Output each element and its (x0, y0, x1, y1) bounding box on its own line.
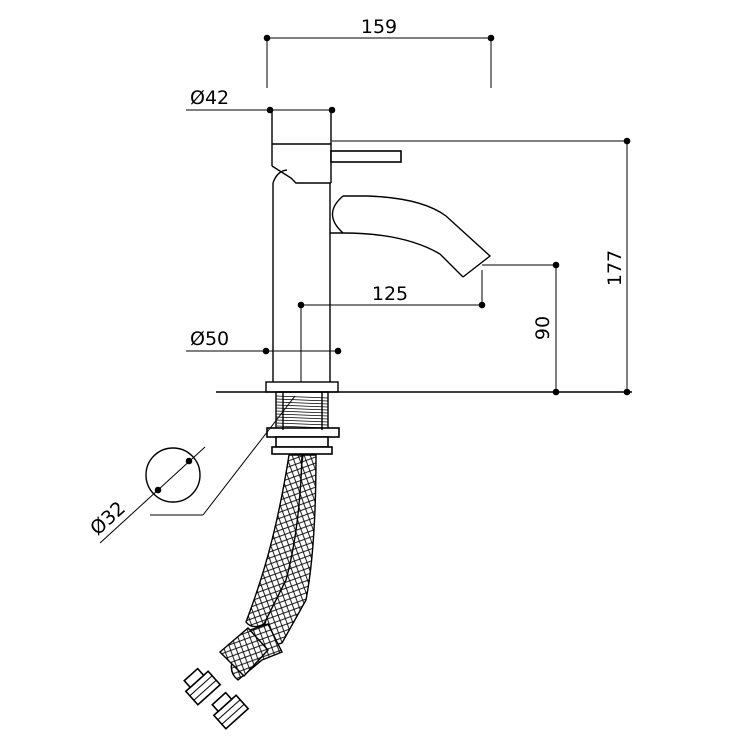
dimension-label-d50: Ø50 (190, 328, 229, 350)
thread-line (275, 422, 329, 426)
thread-line (275, 395, 329, 399)
flexible-hoses (218, 454, 317, 681)
dimension-total-height: 177 (332, 137, 631, 396)
dimension-base-diameter: Ø50 (186, 328, 342, 355)
dimension-spout-reach: 125 (297, 270, 486, 382)
dimension-body-diameter: Ø42 (186, 87, 336, 114)
thread-line (275, 416, 329, 420)
thread-line (275, 407, 329, 411)
hose-front (245, 454, 303, 628)
hose-fittings (183, 667, 250, 730)
dimension-label-125: 125 (372, 283, 408, 305)
dimension-label-d42: Ø42 (190, 87, 229, 109)
hose-fitting-right (211, 691, 250, 730)
dimension-label-159: 159 (361, 16, 397, 38)
threaded-tail (266, 391, 340, 455)
dimension-label-d32: Ø32 (86, 497, 130, 540)
dimension-label-90: 90 (532, 316, 554, 340)
lever-handle (330, 150, 402, 163)
dimension-label-177: 177 (604, 250, 626, 286)
dimension-total-reach: 159 (263, 16, 495, 88)
dimension-spout-height: 90 (482, 261, 560, 396)
thread-line (275, 413, 329, 417)
thread-line (275, 398, 329, 402)
thread-lines (275, 395, 329, 429)
dimension-tail-diameter: Ø32 (86, 395, 296, 544)
hose-fitting-left (183, 667, 222, 706)
tap-body (265, 112, 492, 393)
thread-line (275, 401, 329, 405)
spout (330, 195, 492, 278)
thread-line (275, 419, 329, 423)
thread-line (275, 404, 329, 408)
thread-line (275, 410, 329, 414)
